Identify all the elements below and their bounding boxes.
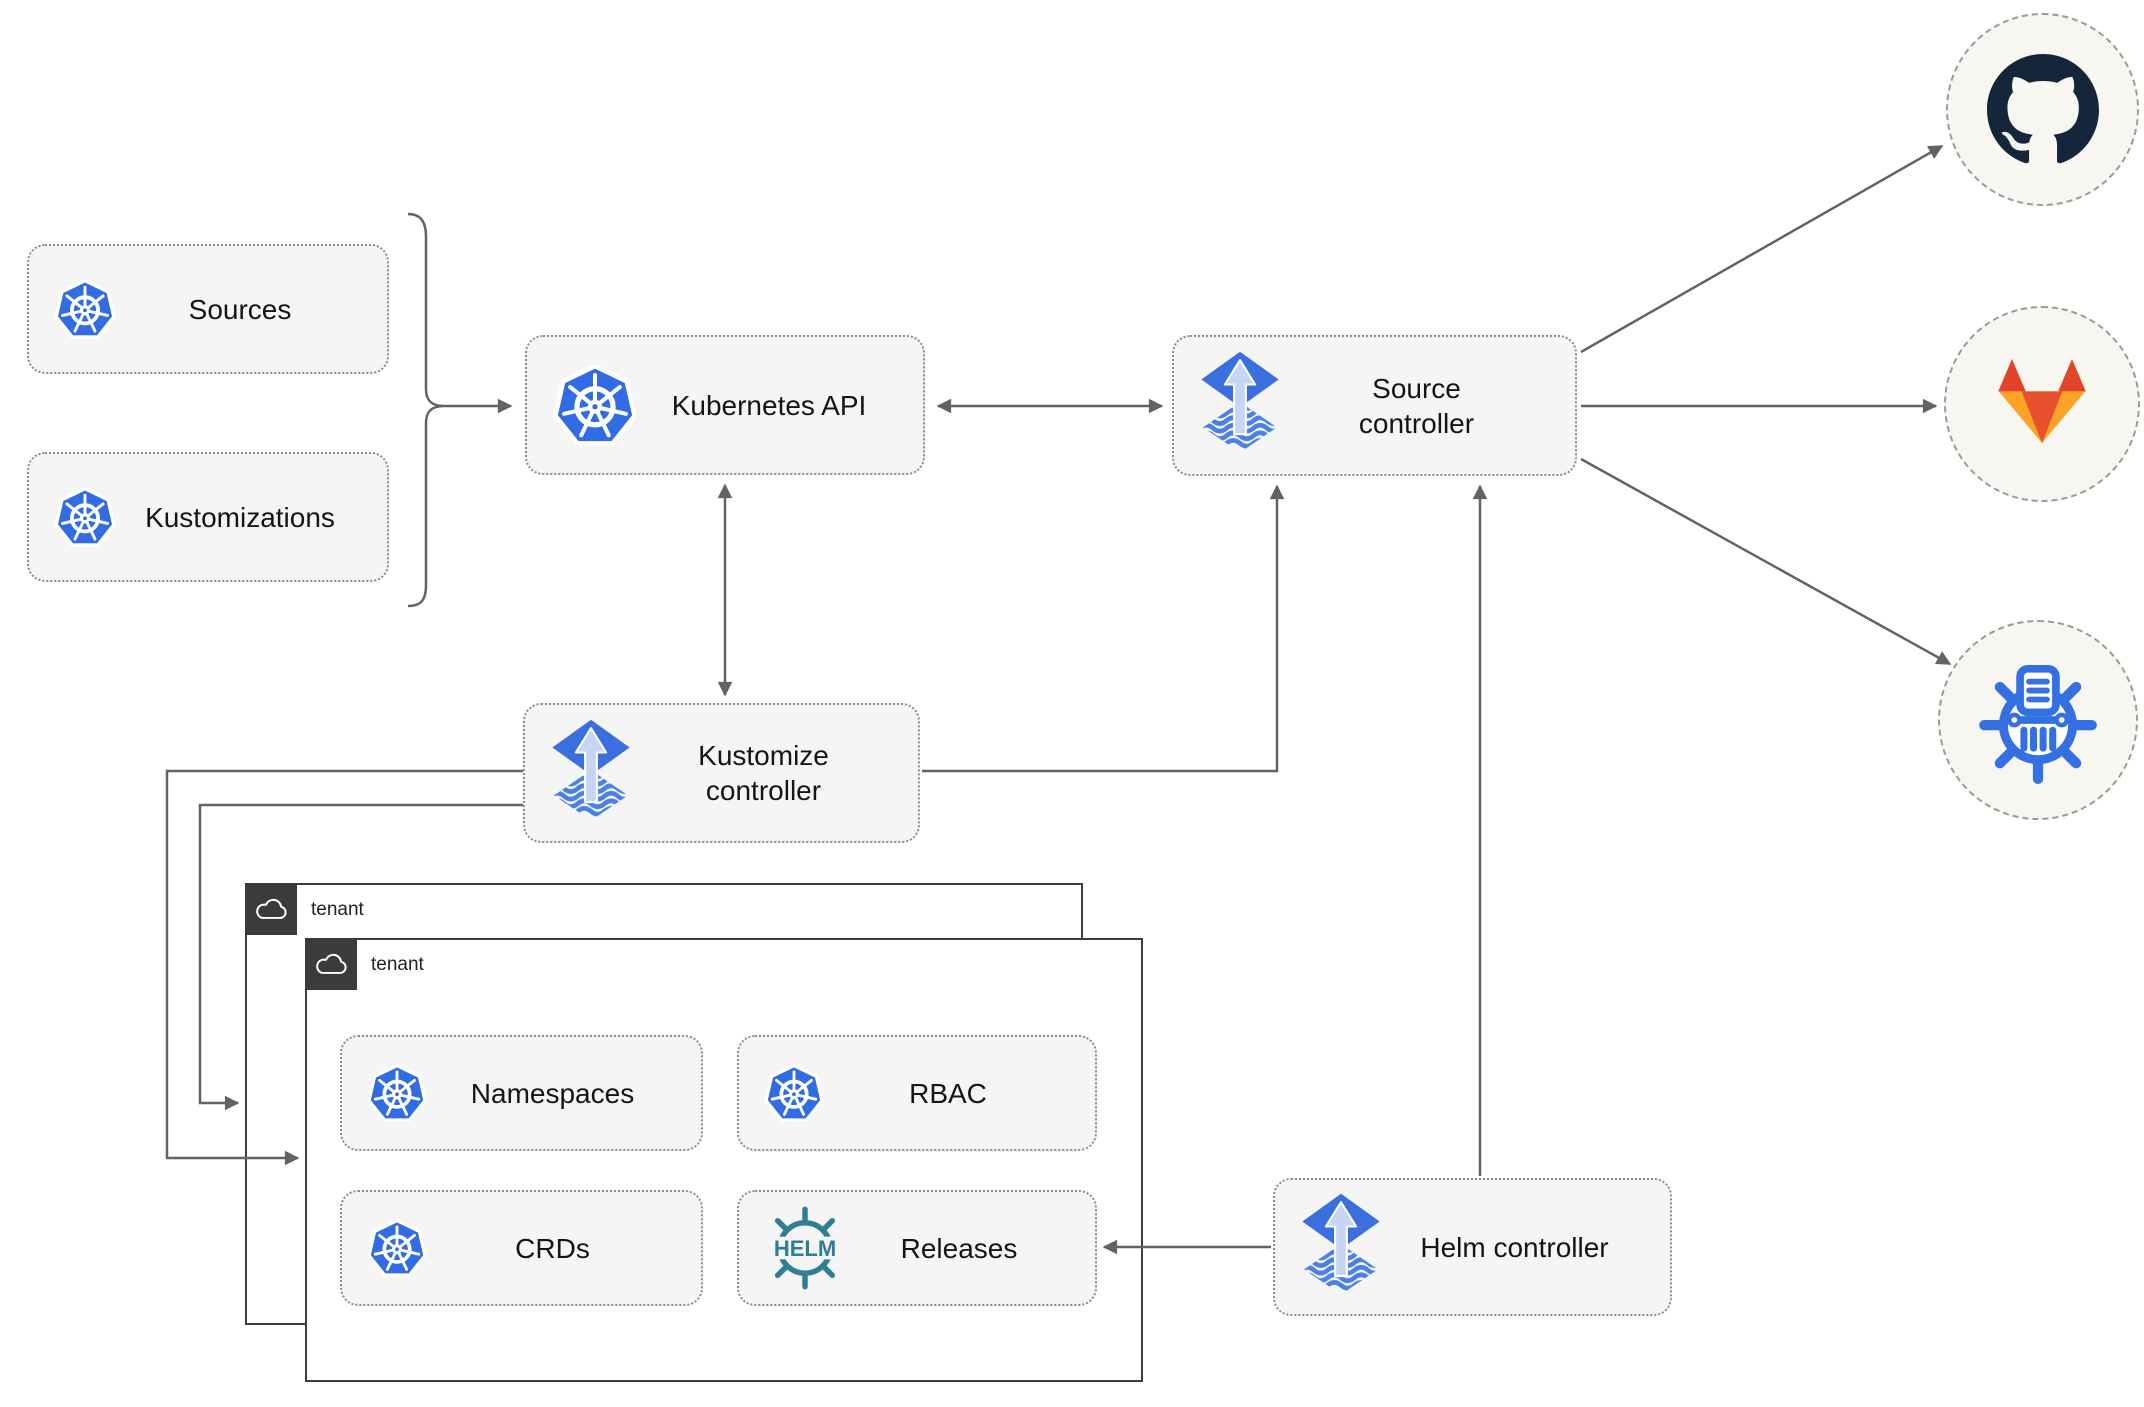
tenant-badge (245, 883, 297, 935)
node-releases: HELM Releases (737, 1190, 1097, 1306)
node-helm-controller: Helm controller (1273, 1178, 1672, 1316)
external-gitlab-circle (1944, 306, 2140, 502)
external-github-circle (1946, 13, 2139, 206)
arrow-kustomize-source (922, 484, 1285, 773)
brace-sources-group (407, 212, 445, 608)
arrow-source-github (1580, 144, 1944, 354)
node-sources: Sources (27, 244, 389, 374)
helm-icon: HELM (763, 1206, 847, 1290)
node-label: Source controller (1358, 372, 1475, 439)
tenant-label: tenant (311, 899, 364, 920)
flux-icon (549, 718, 633, 829)
kubernetes-icon (53, 277, 117, 341)
chartmuseum-icon (1974, 656, 2102, 784)
cloud-icon (313, 952, 349, 977)
tenant-box-front: tenant (305, 938, 1143, 1382)
github-icon (1987, 54, 2099, 166)
tenant-label: tenant (371, 954, 424, 975)
arrow-source-chartmuseum (1580, 457, 1952, 666)
node-crds: CRDs (340, 1190, 703, 1306)
node-namespaces: Namespaces (340, 1035, 703, 1151)
node-label: Sources (188, 293, 292, 325)
node-label: CRDs (515, 1232, 590, 1264)
node-label: Kubernetes API (671, 389, 867, 421)
node-rbac: RBAC (737, 1035, 1097, 1151)
flux-icon (1198, 350, 1282, 461)
kubernetes-icon (551, 361, 639, 449)
kubernetes-icon (53, 485, 117, 549)
kubernetes-icon (763, 1062, 825, 1124)
helm-icon-text: HELM (774, 1236, 836, 1261)
node-kustomizations: Kustomizations (27, 452, 389, 582)
external-chart-repository-circle (1938, 620, 2138, 820)
kubernetes-icon (366, 1062, 428, 1124)
node-label: Helm controller (1420, 1231, 1609, 1263)
node-label: Namespaces (470, 1077, 635, 1109)
tenant-badge (305, 938, 357, 990)
node-source-controller: Source controller (1172, 335, 1577, 476)
node-label: Kustomize controller (698, 740, 829, 806)
cloud-icon (253, 897, 289, 922)
node-kustomize-controller: Kustomize controller (523, 703, 920, 843)
node-label: Releases (900, 1232, 1018, 1264)
node-label: RBAC (909, 1077, 987, 1109)
kubernetes-icon (366, 1217, 428, 1279)
flux-icon (1299, 1192, 1383, 1303)
gitlab-icon (1982, 353, 2102, 455)
node-label: Kustomizations (145, 501, 335, 533)
node-kubernetes-api: Kubernetes API (525, 335, 925, 475)
